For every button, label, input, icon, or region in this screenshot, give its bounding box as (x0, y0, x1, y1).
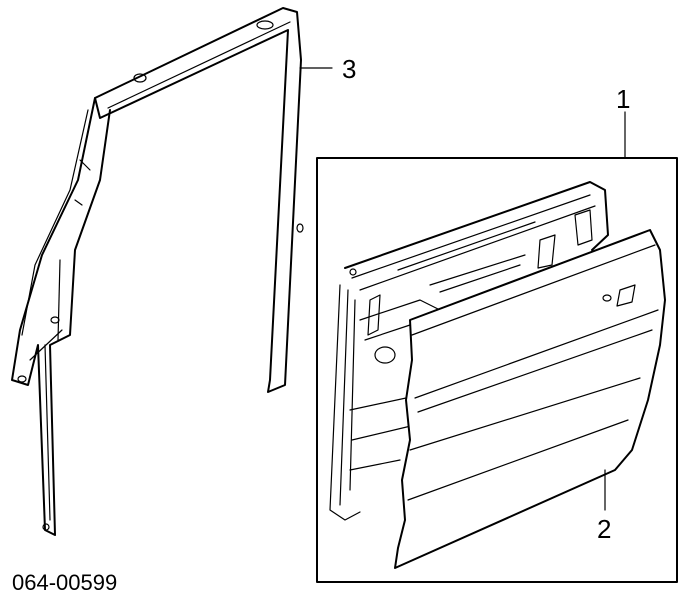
callout-3: 3 (342, 54, 356, 84)
callout-1: 1 (616, 84, 630, 114)
door-inner-frame (329, 181, 609, 521)
door-outer-skin[interactable] (394, 229, 666, 569)
callout-2: 2 (597, 514, 611, 544)
door-sash-frame (11, 7, 304, 536)
assembly-box (316, 157, 678, 583)
diagram-part-number: 064-00599 (12, 570, 117, 595)
